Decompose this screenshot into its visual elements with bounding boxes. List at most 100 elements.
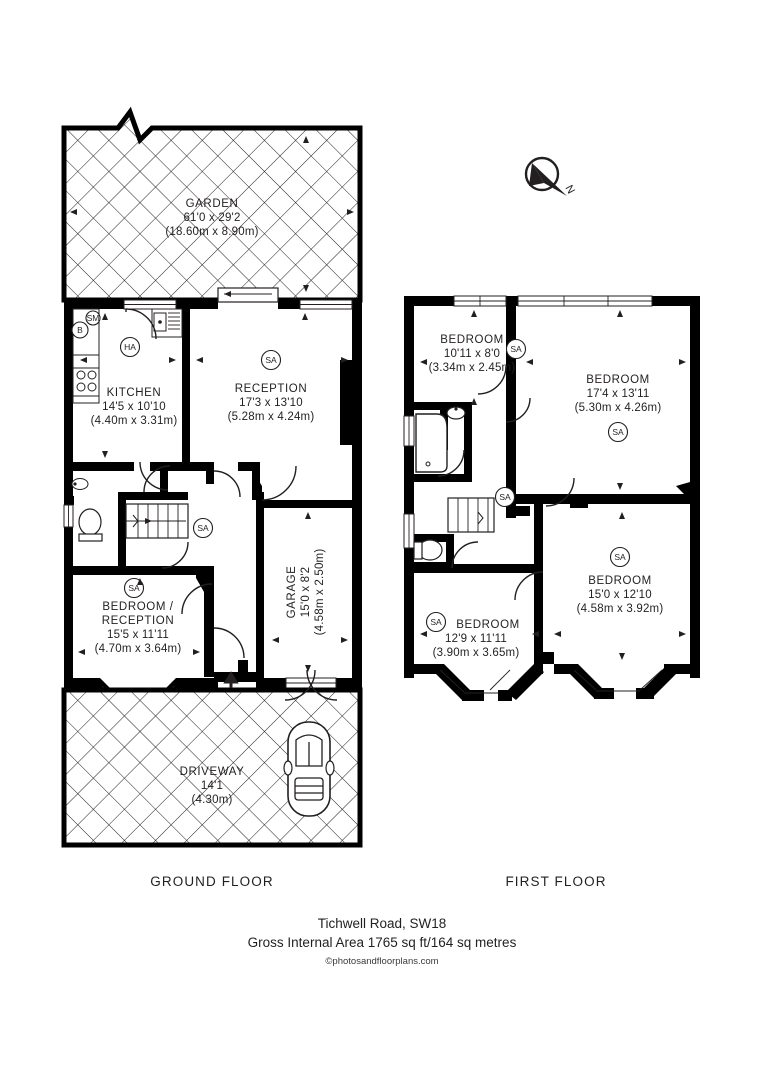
dim-arrow — [619, 653, 625, 660]
dim-arrow — [196, 357, 203, 363]
dim-arrow — [471, 398, 477, 405]
bedroom-rear-left-name: BEDROOM — [456, 619, 520, 631]
first-floor-plan: SA SA SA SA SA BEDROOM 10'11 x 8'0 (3.34… — [403, 295, 700, 889]
ground-floor-title: GROUND FLOOR — [150, 874, 273, 889]
car-icon — [283, 721, 335, 817]
reception-dimensions-ft: 17'3 x 13'10 — [239, 397, 303, 409]
document-footer: Tichwell Road, SW18 Gross Internal Area … — [248, 916, 517, 967]
kitchen-dimensions-ft: 14'5 x 10'10 — [102, 401, 166, 413]
dim-arrow — [619, 512, 625, 519]
ground-floor-plan: GARDEN 61'0 x 29'2 (18.60m x 8.90m) — [61, 106, 363, 889]
bedroom-rear-left-dimensions-m: (3.90m x 3.65m) — [433, 647, 520, 659]
bedroom-small-dimensions-m: (3.34m x 2.45m) — [429, 362, 516, 374]
window — [517, 295, 653, 307]
copyright-credit: ©photosandfloorplans.com — [325, 956, 438, 967]
window — [299, 299, 353, 310]
ground-floor-walls — [64, 300, 362, 720]
marker-smoke-alarm-hall: SA — [192, 517, 214, 539]
dim-arrow — [471, 310, 477, 317]
driveway-name: DRIVEWAY — [180, 766, 245, 778]
kitchen-dimensions-m: (4.40m x 3.31m) — [91, 415, 178, 427]
first-floor-title: FIRST FLOOR — [505, 874, 606, 889]
door-swing — [161, 541, 189, 569]
staircase-ground — [125, 503, 189, 539]
room-bedroom-rear-left: BEDROOM 12'9 x 11'11 (3.90m x 3.65m) — [420, 619, 539, 659]
bedroom-rear-right-name: BEDROOM — [588, 575, 652, 587]
toilet-icon — [78, 508, 103, 542]
bedroom-rear-right-dimensions-ft: 15'0 x 12'10 — [588, 589, 652, 601]
bedroom-main-name: BEDROOM — [586, 374, 650, 386]
dim-arrow — [420, 631, 427, 637]
window — [453, 295, 507, 307]
dim-arrow — [137, 578, 143, 585]
dim-arrow — [303, 136, 309, 143]
door-swing — [437, 449, 465, 477]
room-garden: GARDEN 61'0 x 29'2 (18.60m x 8.90m) — [61, 106, 363, 303]
wc-fixtures-ground — [71, 478, 103, 542]
door-swing — [213, 627, 245, 659]
marker-boiler: B — [71, 321, 89, 339]
door-swing — [261, 465, 297, 501]
room-bedroom-front-small: BEDROOM 10'11 x 8'0 (3.34m x 2.45m) — [420, 310, 533, 405]
kitchen-name: KITCHEN — [107, 387, 162, 399]
marker-smoke-alarm-landing: SA — [494, 486, 516, 508]
door-swing — [505, 397, 531, 423]
bay-window — [573, 669, 663, 692]
bedroom-reception-name: BEDROOM / — [102, 601, 173, 613]
gross-internal-area: Gross Internal Area 1765 sq ft/164 sq me… — [248, 935, 517, 950]
dim-arrow — [679, 359, 686, 365]
wash-basin-icon — [446, 406, 466, 420]
dim-arrow — [420, 359, 427, 365]
bedroom-rear-left-dimensions-ft: 12'9 x 11'11 — [445, 633, 507, 645]
marker-smoke-alarm-bed-main: SA — [607, 421, 629, 443]
door-swing — [213, 470, 241, 498]
marker-smoke-alarm-bed-rear-right: SA — [609, 546, 631, 568]
bedroom-rear-right-dimensions-m: (4.58m x 3.92m) — [577, 603, 664, 615]
bay-window — [439, 669, 511, 694]
window — [285, 677, 337, 689]
dim-arrow — [102, 451, 108, 458]
dim-arrow — [532, 631, 539, 637]
room-bedroom-rear-right: BEDROOM 15'0 x 12'10 (4.58m x 3.92m) — [554, 512, 686, 660]
dim-arrow — [169, 357, 176, 363]
toilet-icon — [413, 539, 443, 561]
room-driveway: DRIVEWAY 14'1 (4.30m) — [61, 669, 363, 848]
hob-icon — [72, 367, 100, 397]
dim-arrow — [102, 313, 108, 320]
ground-floor-windows — [63, 287, 353, 714]
dim-arrow — [341, 637, 348, 643]
window — [403, 415, 415, 447]
entrance-arrow — [223, 671, 239, 688]
driveway-boundary — [61, 687, 363, 848]
kitchen-fixtures: KITCHEN 14'5 x 10'10 (4.40m x 3.31m) — [72, 308, 183, 458]
door-swing — [477, 365, 507, 395]
dim-arrow — [302, 313, 308, 320]
door-swing — [306, 669, 338, 701]
marker-label: B — [77, 325, 83, 335]
dim-arrow — [272, 637, 279, 643]
marker-label: SA — [614, 552, 626, 562]
window — [123, 299, 177, 310]
sliding-door — [217, 287, 279, 303]
marker-label: SA — [612, 427, 624, 437]
room-garage: GARAGE 15'0 x 8'2 (4.58m x 2.50m) — [272, 512, 348, 672]
dim-arrow — [617, 483, 623, 490]
marker-label: SM — [87, 313, 100, 323]
dim-arrow — [303, 285, 309, 292]
window — [403, 513, 415, 549]
bedroom-reception-dimensions-ft: 15'5 x 11'11 — [107, 629, 169, 641]
door-swing — [125, 308, 157, 340]
garage-dimensions-m: (4.58m x 2.50m) — [314, 549, 326, 636]
marker-label: SA — [510, 344, 522, 354]
reception-dimensions-m: (5.28m x 4.24m) — [228, 411, 315, 423]
bedroom-main-dimensions-ft: 17'4 x 13'11 — [587, 388, 650, 400]
marker-label: HA — [124, 342, 136, 352]
marker-label: SA — [430, 617, 442, 627]
property-address: Tichwell Road, SW18 — [318, 916, 447, 931]
marker-smoke-alarm-bed-rear-left: SA — [425, 611, 447, 633]
marker-label: SA — [197, 523, 209, 533]
dim-arrow — [617, 310, 623, 317]
room-reception: RECEPTION 17'3 x 13'10 (5.28m x 4.24m) — [196, 313, 348, 423]
staircase-first — [447, 497, 495, 533]
marker-smoke-alarm-bed-small: SA — [505, 338, 527, 360]
